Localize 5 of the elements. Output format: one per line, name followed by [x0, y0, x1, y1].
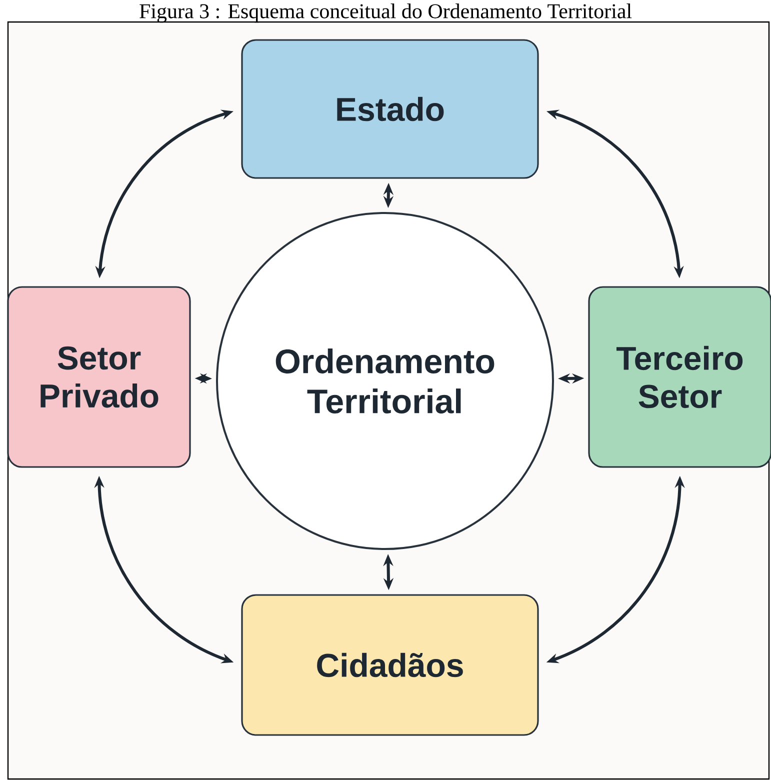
- figure-title: Figura 3 : Esquema conceitual do Ordenamento Territorial: [140, 4, 632, 23]
- actor-box: Terceiro Setor: [588, 286, 771, 468]
- actor-box: Setor Privado: [7, 286, 191, 468]
- actor-box: Estado: [241, 39, 539, 179]
- actor-box: Cidadãos: [241, 594, 539, 736]
